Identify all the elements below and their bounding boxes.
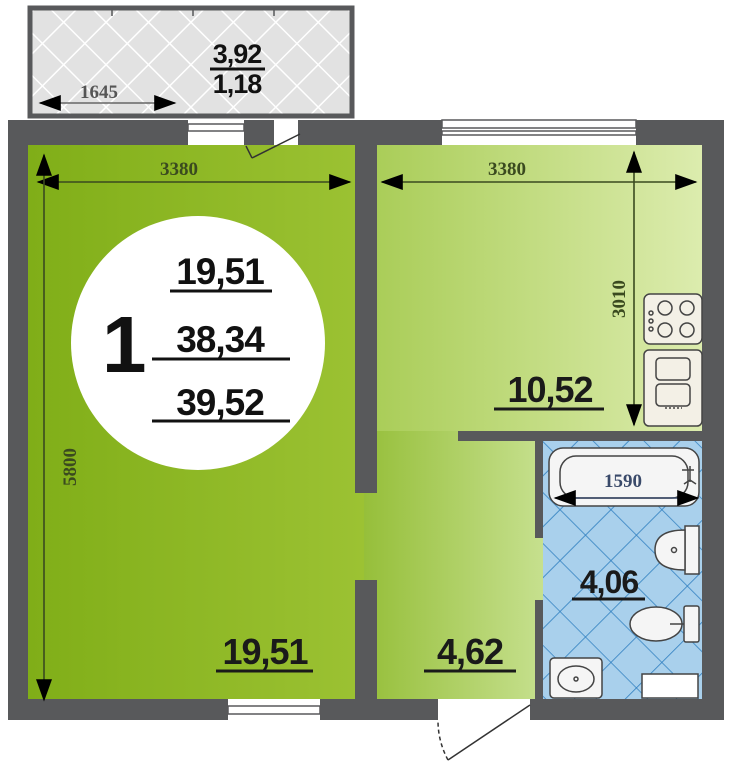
kitchen-area: 10,52 bbox=[507, 369, 592, 410]
living-room-width-label: 3380 bbox=[160, 159, 198, 180]
washbasin-icon bbox=[654, 525, 700, 575]
balcony-area: 3,92 bbox=[213, 39, 262, 69]
balcony-reduced-area: 1,18 bbox=[213, 69, 263, 99]
stove-icon bbox=[643, 293, 703, 345]
total-area-with-balcony-summary: 39,52 bbox=[176, 382, 264, 423]
bathroom-sink-icon bbox=[549, 657, 603, 699]
rooms-count: 1 bbox=[102, 300, 146, 389]
living-area-summary: 19,51 bbox=[176, 251, 264, 292]
bathtub-length-label: 1590 bbox=[604, 471, 642, 492]
living-room-area: 19,51 bbox=[222, 631, 308, 672]
summary-badge: 1 19,51 38,34 39,52 bbox=[71, 216, 325, 470]
toilet-icon bbox=[629, 605, 700, 643]
kitchen-sink-icon bbox=[643, 349, 703, 427]
total-area-summary: 38,34 bbox=[176, 319, 265, 360]
balcony-width-dimension: 1645 bbox=[38, 82, 177, 111]
kitchen-width-label: 3380 bbox=[488, 159, 526, 180]
hallway-floor bbox=[364, 431, 543, 699]
entrance-door bbox=[437, 704, 531, 761]
washing-machine-icon bbox=[641, 673, 699, 699]
walls bbox=[8, 120, 724, 720]
hallway-area: 4,62 bbox=[437, 631, 503, 672]
living-room-length-label: 5800 bbox=[60, 448, 81, 486]
bathroom-area: 4,06 bbox=[580, 564, 638, 600]
balcony-width-label: 1645 bbox=[80, 82, 118, 103]
kitchen-length-label: 3010 bbox=[609, 280, 630, 318]
bathtub-length-dimension: 1590 bbox=[553, 471, 700, 506]
balcony-door bbox=[245, 133, 301, 159]
dimensions: 3380 5800 3380 3010 bbox=[36, 150, 698, 702]
balcony: 1645 3,92 1,18 bbox=[27, 5, 355, 119]
windows bbox=[187, 119, 637, 715]
